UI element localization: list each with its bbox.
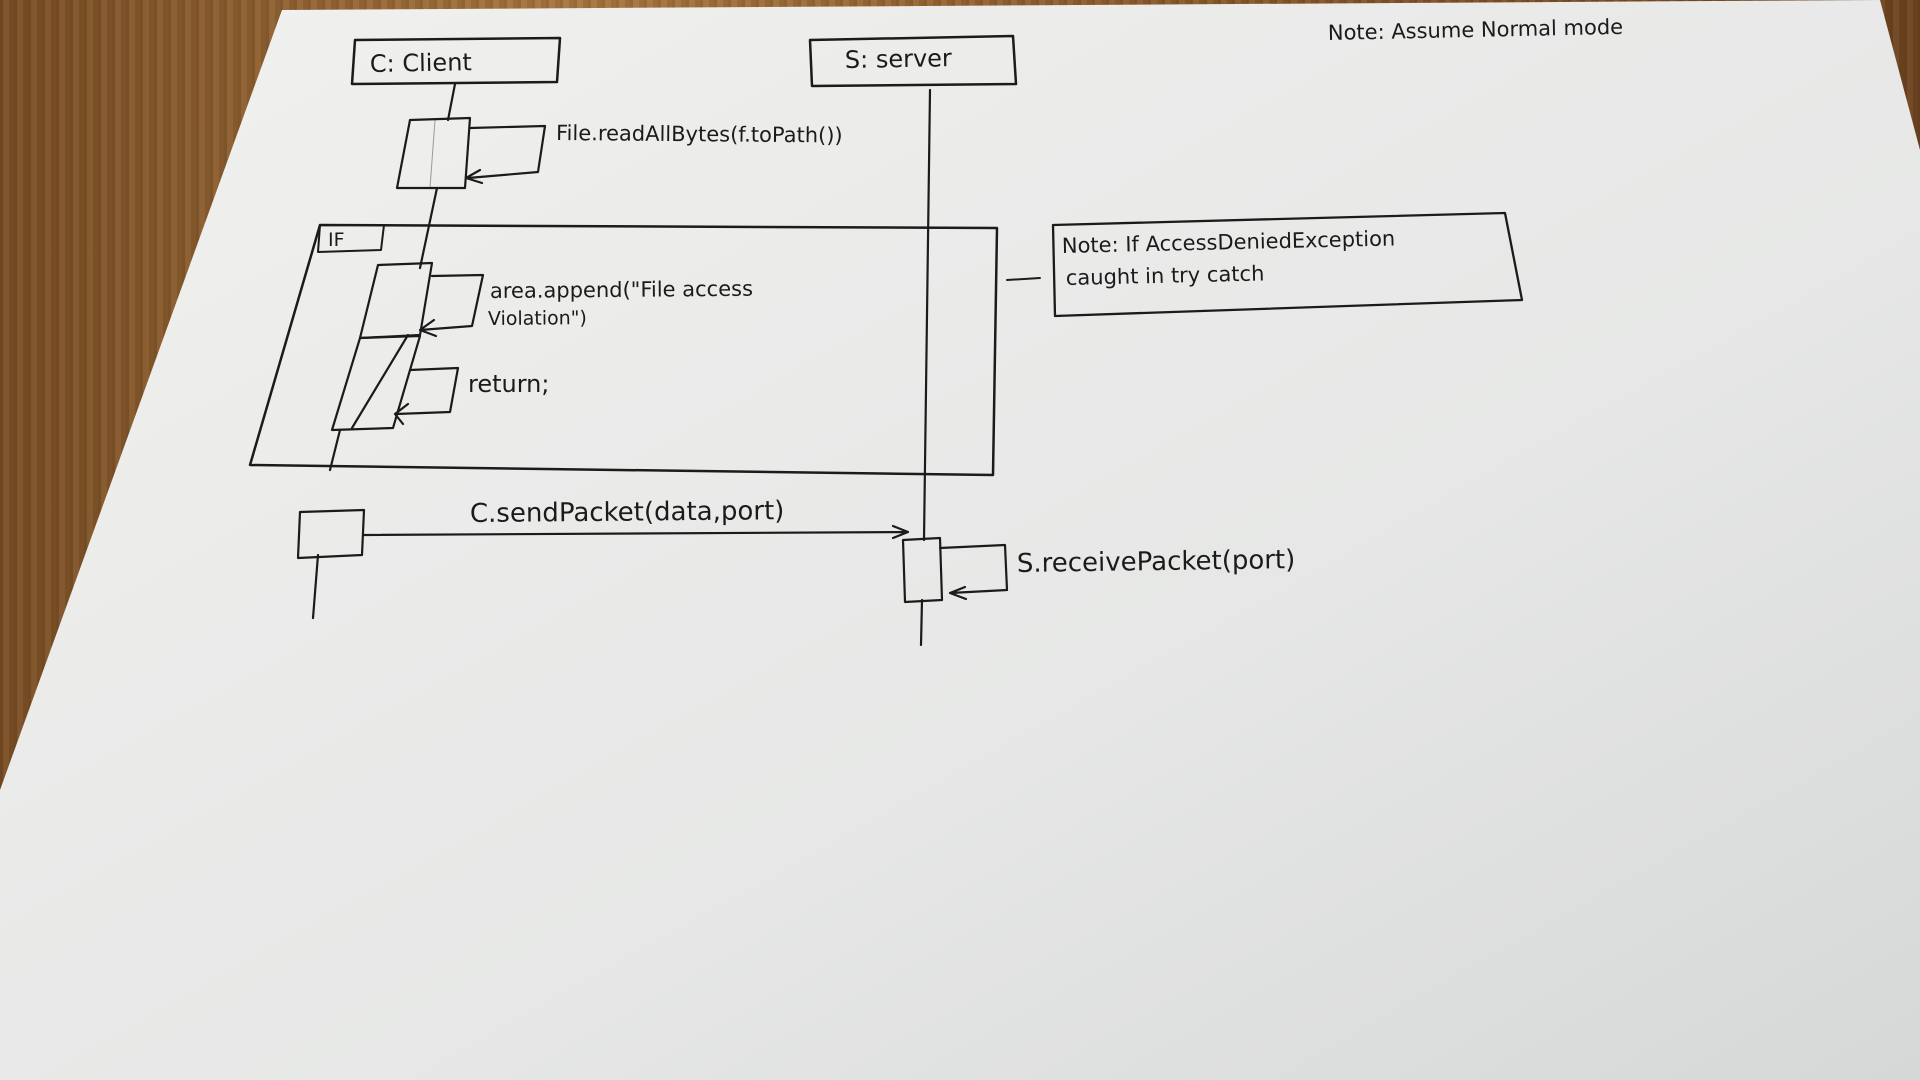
participant-server-label: S: server <box>845 44 953 74</box>
self-call-receive-packet <box>938 543 1009 601</box>
server-lifeline <box>919 88 932 647</box>
activation-receive-packet <box>901 536 944 604</box>
participant-client-label: C: Client <box>370 48 472 78</box>
participant-client: C: Client <box>350 36 562 86</box>
note-connector <box>1006 277 1041 281</box>
self-call-append <box>418 273 485 338</box>
message-append-line-2: Violation") <box>488 307 587 330</box>
message-append-line-1: area.append("File access <box>490 277 753 303</box>
activation-send-packet <box>296 508 366 560</box>
participant-server: S: server <box>808 34 1018 88</box>
if-fragment: IF <box>248 223 999 477</box>
message-send-packet: C.sendPacket(data,port) <box>470 496 785 529</box>
self-call-return <box>393 366 460 426</box>
if-fragment-keyword: IF <box>328 229 345 251</box>
activation-read-all-bytes <box>395 116 472 190</box>
self-call-read-all-bytes <box>464 124 547 185</box>
message-return: return; <box>468 370 549 398</box>
message-read-all-bytes: File.readAllBytes(f.toPath()) <box>556 121 843 148</box>
exception-note-line-2: caught in try catch <box>1066 261 1265 289</box>
client-lifeline <box>311 82 457 620</box>
message-receive-packet: S.receivePacket(port) <box>1017 545 1296 579</box>
activation-return <box>330 334 422 432</box>
send-packet-arrow <box>362 524 910 540</box>
